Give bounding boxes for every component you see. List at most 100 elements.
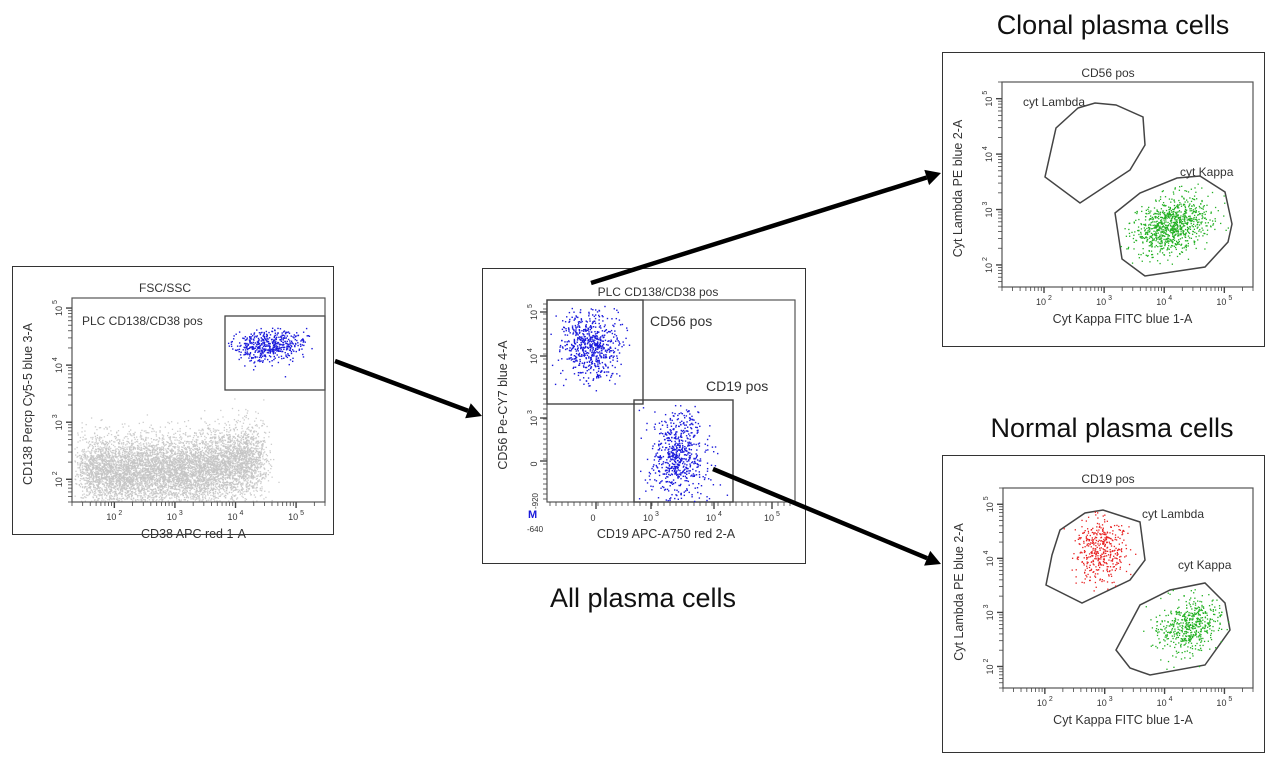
event-dot bbox=[113, 477, 115, 480]
event-dot bbox=[187, 480, 189, 482]
event-dot bbox=[211, 475, 213, 477]
event-dot bbox=[185, 432, 187, 434]
event-dot bbox=[245, 498, 248, 501]
event-dot bbox=[200, 469, 203, 471]
event-dot bbox=[257, 475, 259, 477]
event-dot bbox=[198, 459, 200, 461]
event-dot bbox=[265, 476, 267, 478]
event-dot bbox=[176, 464, 178, 467]
event-dot bbox=[156, 478, 159, 480]
event-dot bbox=[147, 486, 149, 488]
event-dot bbox=[96, 465, 98, 467]
event-dot bbox=[113, 435, 116, 438]
event-dot bbox=[211, 449, 213, 452]
event-dot bbox=[96, 480, 99, 482]
event-dot bbox=[97, 451, 99, 453]
event-dot bbox=[263, 498, 265, 500]
event-dot bbox=[128, 480, 131, 482]
event-dot bbox=[162, 473, 164, 476]
event-dot bbox=[189, 460, 191, 462]
event-dot bbox=[195, 434, 198, 436]
event-dot bbox=[86, 470, 88, 472]
event-dot bbox=[179, 442, 181, 444]
event-dot bbox=[130, 465, 132, 467]
event-dot bbox=[250, 452, 253, 454]
event-dot bbox=[122, 426, 124, 428]
event-dot bbox=[228, 459, 230, 461]
event-dot bbox=[173, 480, 175, 482]
event-dot bbox=[186, 483, 188, 485]
event-dot bbox=[145, 462, 147, 465]
event-dot bbox=[127, 495, 130, 497]
event-dot bbox=[216, 497, 218, 499]
event-dot bbox=[267, 469, 269, 472]
event-dot bbox=[156, 464, 158, 466]
event-dot bbox=[256, 440, 258, 442]
event-dot bbox=[88, 472, 90, 475]
event-dot bbox=[256, 484, 258, 486]
event-dot bbox=[77, 434, 79, 436]
event-dot bbox=[171, 428, 174, 431]
event-dot bbox=[247, 410, 249, 412]
event-dot bbox=[246, 485, 248, 487]
event-dot bbox=[216, 441, 219, 443]
event-dot bbox=[253, 453, 256, 455]
event-dot bbox=[160, 449, 162, 451]
event-dot bbox=[244, 475, 246, 477]
event-dot bbox=[233, 428, 235, 431]
event-dot bbox=[121, 485, 123, 487]
event-dot bbox=[115, 491, 117, 493]
event-dot bbox=[239, 491, 242, 493]
event-dot bbox=[205, 460, 207, 463]
event-dot bbox=[203, 469, 206, 471]
event-dot bbox=[225, 474, 227, 476]
event-dot bbox=[196, 463, 198, 465]
event-dot bbox=[227, 459, 230, 461]
event-dot bbox=[202, 477, 204, 479]
event-dot bbox=[199, 461, 202, 463]
event-dot bbox=[108, 445, 111, 448]
event-dot bbox=[85, 482, 87, 485]
event-dot bbox=[206, 483, 208, 486]
event-dot bbox=[207, 471, 209, 474]
event-dot bbox=[164, 491, 166, 494]
event-dot bbox=[100, 467, 102, 470]
event-dot bbox=[187, 478, 190, 480]
event-dot bbox=[108, 454, 110, 456]
event-dot bbox=[174, 485, 177, 487]
event-dot bbox=[204, 421, 206, 423]
event-dot bbox=[185, 471, 187, 474]
event-dot bbox=[139, 484, 142, 486]
event-dot bbox=[186, 480, 188, 483]
event-dot bbox=[187, 445, 189, 448]
event-dot bbox=[247, 445, 249, 447]
event-dot bbox=[92, 478, 94, 481]
event-dot bbox=[116, 484, 118, 486]
event-dot bbox=[264, 478, 266, 480]
event-dot bbox=[81, 422, 83, 424]
event-dot bbox=[80, 456, 82, 458]
event-dot bbox=[168, 478, 170, 480]
event-dot bbox=[164, 462, 166, 465]
event-dot bbox=[250, 446, 253, 449]
event-dot bbox=[209, 460, 211, 463]
event-dot bbox=[258, 454, 260, 457]
event-dot bbox=[131, 483, 133, 485]
event-dot bbox=[246, 473, 249, 475]
event-dot bbox=[229, 448, 231, 451]
event-dot bbox=[150, 445, 153, 447]
event-dot bbox=[87, 481, 89, 483]
event-dot bbox=[132, 448, 135, 450]
event-dot bbox=[130, 470, 132, 473]
event-dot bbox=[197, 436, 200, 438]
event-dot bbox=[229, 466, 231, 468]
event-dot bbox=[163, 483, 165, 485]
event-dot bbox=[226, 451, 228, 453]
event-dot bbox=[87, 471, 89, 474]
event-dot bbox=[159, 426, 162, 428]
event-dot bbox=[117, 455, 120, 457]
event-dot bbox=[162, 467, 164, 469]
event-dot bbox=[258, 463, 260, 466]
